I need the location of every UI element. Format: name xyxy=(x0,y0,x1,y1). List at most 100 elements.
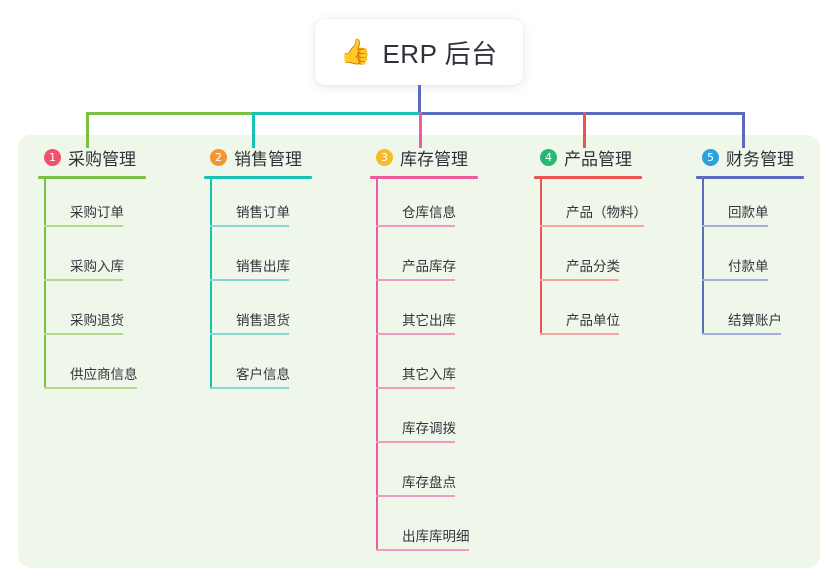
branch-item-rule xyxy=(44,279,123,281)
branch-item-label: 回款单 xyxy=(728,205,769,220)
root-node-title: ERP 后台 xyxy=(382,38,498,69)
branch-item[interactable]: 库存调拨 xyxy=(370,395,478,449)
branch-title: 库存管理 xyxy=(400,149,468,169)
branch-header-rule xyxy=(696,176,804,179)
branch-item[interactable]: 库存盘点 xyxy=(370,449,478,503)
branch-item-rule xyxy=(376,333,455,335)
branch-item[interactable]: 客户信息 xyxy=(204,341,312,395)
branch-title: 财务管理 xyxy=(726,149,794,169)
branch-header-rule xyxy=(38,176,146,179)
connector-drop-pink xyxy=(419,112,422,148)
branch-item-rule xyxy=(44,387,137,389)
branch-item-label: 其它出库 xyxy=(402,313,456,328)
branch-item-rule xyxy=(540,333,619,335)
branch-column-inventory: 3 库存管理仓库信息产品库存其它出库其它入库库存调拨库存盘点出库库明细 xyxy=(370,145,478,557)
branch-spine xyxy=(376,179,378,551)
branch-item-rule xyxy=(210,387,289,389)
branch-item[interactable]: 产品分类 xyxy=(534,233,642,287)
branch-column-purchasing: 1 采购管理采购订单采购入库采购退货供应商信息 xyxy=(38,145,146,395)
branch-header-rule xyxy=(370,176,478,179)
branch-spine xyxy=(702,179,704,335)
branch-item-label: 仓库信息 xyxy=(402,205,456,220)
branch-number-badge: 1 xyxy=(44,148,61,166)
connector-drop-red xyxy=(583,112,586,148)
branch-item[interactable]: 采购入库 xyxy=(38,233,146,287)
branch-item-rule xyxy=(44,333,123,335)
branch-item-rule xyxy=(376,441,455,443)
branch-item-label: 客户信息 xyxy=(236,367,290,382)
branch-item[interactable]: 采购退货 xyxy=(38,287,146,341)
connector-drop-green xyxy=(86,112,89,148)
branch-item-rule xyxy=(44,225,123,227)
branch-item-label: 其它入库 xyxy=(402,367,456,382)
branch-item[interactable]: 销售退货 xyxy=(204,287,312,341)
branch-items-product: 产品（物料） 产品分类产品单位 xyxy=(534,179,647,341)
branch-item-rule xyxy=(702,279,768,281)
branch-number-badge: 2 xyxy=(210,148,227,166)
branch-spine xyxy=(210,179,212,389)
branch-header-rule xyxy=(534,176,642,179)
branch-item[interactable]: 其它入库 xyxy=(370,341,478,395)
branch-header-inventory[interactable]: 3 库存管理 xyxy=(370,145,478,169)
branch-item-label: 供应商信息 xyxy=(70,367,138,382)
branch-item-rule xyxy=(376,387,455,389)
branch-item[interactable]: 出库库明细 xyxy=(370,503,478,557)
branch-item-rule xyxy=(702,333,781,335)
branch-item[interactable]: 采购订单 xyxy=(38,179,146,233)
branch-item-rule xyxy=(210,225,289,227)
branch-item-rule xyxy=(540,279,619,281)
branch-number-badge: 5 xyxy=(702,148,719,166)
branch-items-finance: 回款单付款单结算账户 xyxy=(696,179,804,341)
branch-number-badge: 3 xyxy=(376,148,393,166)
branch-item[interactable]: 回款单 xyxy=(696,179,804,233)
branch-item-rule xyxy=(376,495,455,497)
branch-item-label: 产品库存 xyxy=(402,259,456,274)
branch-header-rule xyxy=(204,176,312,179)
branch-item-label: 库存盘点 xyxy=(402,475,456,490)
root-node-erp-backend[interactable]: 👍 ERP 后台 xyxy=(315,19,523,85)
branch-item[interactable]: 仓库信息 xyxy=(370,179,478,233)
branch-item-rule xyxy=(540,225,644,227)
branch-header-purchasing[interactable]: 1 采购管理 xyxy=(38,145,146,169)
branch-header-sales[interactable]: 2 销售管理 xyxy=(204,145,312,169)
branch-item[interactable]: 其它出库 xyxy=(370,287,478,341)
branch-title: 采购管理 xyxy=(68,149,136,169)
branch-item[interactable]: 产品（物料） xyxy=(534,179,647,233)
branch-item-label: 销售订单 xyxy=(236,205,290,220)
branch-item-rule xyxy=(376,549,469,551)
branch-item-label: 产品分类 xyxy=(566,259,620,274)
branch-items-sales: 销售订单销售出库销售退货客户信息 xyxy=(204,179,312,395)
branch-item[interactable]: 供应商信息 xyxy=(38,341,146,395)
branch-item-label: 产品单位 xyxy=(566,313,620,328)
branch-item-label: 销售出库 xyxy=(236,259,290,274)
branch-header-finance[interactable]: 5 财务管理 xyxy=(696,145,804,169)
branch-items-inventory: 仓库信息产品库存其它出库其它入库库存调拨库存盘点出库库明细 xyxy=(370,179,478,557)
branch-title: 产品管理 xyxy=(564,149,632,169)
thumbs-up-icon: 👍 xyxy=(340,37,372,66)
connector-drop-teal xyxy=(252,112,255,148)
branch-item-rule xyxy=(376,279,455,281)
branch-item[interactable]: 产品库存 xyxy=(370,233,478,287)
branch-item-rule xyxy=(702,225,768,227)
connector-bus-green xyxy=(86,112,253,115)
branch-column-sales: 2 销售管理销售订单销售出库销售退货客户信息 xyxy=(204,145,312,395)
connector-bus-blue xyxy=(419,112,745,115)
branch-item[interactable]: 销售出库 xyxy=(204,233,312,287)
branch-item[interactable]: 产品单位 xyxy=(534,287,642,341)
branch-title: 销售管理 xyxy=(234,149,302,169)
branch-item-label: 产品（物料） xyxy=(566,205,647,220)
branch-item-label: 付款单 xyxy=(728,259,769,274)
branch-item-label: 库存调拨 xyxy=(402,421,456,436)
branch-item[interactable]: 付款单 xyxy=(696,233,804,287)
branch-item-label: 结算账户 xyxy=(728,313,782,328)
connector-drop-blue xyxy=(742,112,745,148)
branch-spine xyxy=(540,179,542,335)
branch-item-label: 采购订单 xyxy=(70,205,124,220)
branch-item-rule xyxy=(210,279,289,281)
branch-items-purchasing: 采购订单采购入库采购退货供应商信息 xyxy=(38,179,146,395)
branch-item[interactable]: 销售订单 xyxy=(204,179,312,233)
branch-item[interactable]: 结算账户 xyxy=(696,287,804,341)
